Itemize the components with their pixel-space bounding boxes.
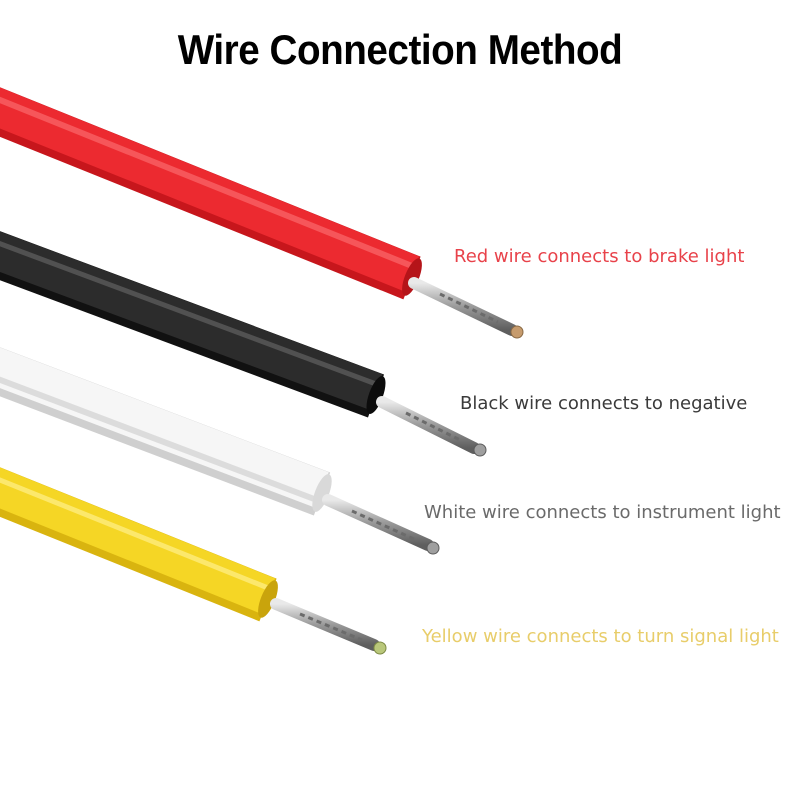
- red-wire-cut-end: [402, 258, 422, 296]
- yellow-wire-label: Yellow wire connects to turn signal ligh…: [422, 626, 779, 647]
- page-title: Wire Connection Method: [177, 26, 623, 73]
- black-wire-label: Black wire connects to negative: [460, 393, 748, 414]
- red-wire-label: Red wire connects to brake light: [454, 246, 745, 267]
- black-wire-insulation: [0, 231, 383, 410]
- black-wire-terminal: [376, 396, 480, 454]
- white-wire: [0, 347, 440, 555]
- yellow-wire-cut-end: [258, 580, 278, 618]
- yellow-wire-insulation: [0, 467, 276, 614]
- white-wire-insulation: [0, 347, 329, 508]
- red-wire-highlight: [0, 96, 414, 269]
- white-wire-shade: [0, 376, 324, 505]
- red-wire-pin-tip: [510, 325, 524, 339]
- white-wire-pin-tip: [426, 541, 440, 555]
- white-wire-label: White wire connects to instrument light: [424, 502, 781, 523]
- black-wire-highlight: [0, 241, 377, 387]
- black-wire-pin-tip: [473, 443, 487, 457]
- black-wire-crimp: [405, 411, 463, 443]
- white-wire-cut-end: [312, 474, 332, 512]
- black-wire-cut-end: [366, 376, 386, 414]
- red-wire-crimp: [439, 292, 499, 324]
- yellow-wire-pin-tip: [373, 641, 387, 655]
- red-wire-terminal: [408, 277, 518, 336]
- red-wire: [0, 87, 524, 339]
- red-wire-insulation: [0, 87, 420, 292]
- yellow-wire: [0, 467, 387, 655]
- yellow-wire-highlight: [0, 477, 269, 591]
- black-wire: [0, 231, 487, 457]
- yellow-wire-crimp: [299, 612, 363, 642]
- white-wire-crimp: [351, 509, 417, 542]
